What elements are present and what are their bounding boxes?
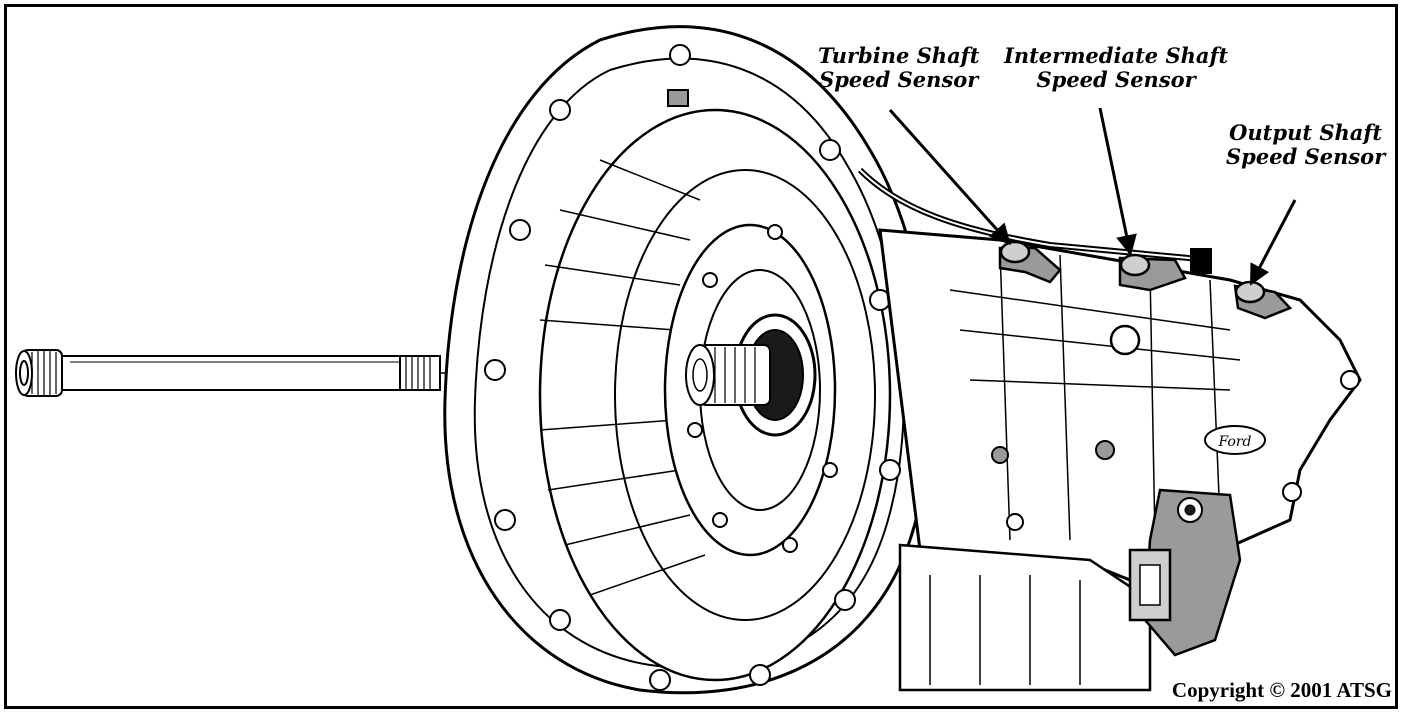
bell-housing-ribs: [539, 159, 706, 596]
case-ribs: [949, 249, 1241, 541]
input-shaft: [15, 349, 441, 397]
intermediate-sensor-leader: [1098, 107, 1137, 257]
intermediate-shaft-speed-sensor-label: Intermediate Shaft Speed Sensor: [1004, 44, 1228, 92]
case-badge-oval: [1204, 425, 1266, 455]
copyright-notice: Copyright © 2001 ATSG: [1171, 678, 1392, 702]
intermediate-label-line2: Speed Sensor: [1036, 67, 1196, 92]
bell-housing-plug: [667, 89, 689, 107]
output-sensor-leader: [1250, 199, 1297, 286]
oil-pan: [898, 543, 1152, 692]
output-shaft-speed-sensor: [1233, 280, 1293, 320]
turbine-shaft-speed-sensor: [998, 240, 1062, 284]
turbine-shaft-speed-sensor-label: Turbine Shaft Speed Sensor: [818, 44, 979, 92]
transmission-case: Ford: [878, 228, 1362, 692]
harness-connector: [1190, 248, 1212, 274]
output-label-line2: Speed Sensor: [1226, 144, 1386, 169]
output-shaft-speed-sensor-label: Output Shaft Speed Sensor: [1226, 121, 1385, 169]
input-shaft-body: [39, 355, 441, 391]
intermediate-label-line1: Intermediate Shaft: [1004, 43, 1229, 68]
pump-assembly: [663, 223, 838, 557]
output-label-line1: Output Shaft: [1229, 120, 1383, 145]
oil-pan-ribs: [929, 575, 1081, 685]
range-sensor: [1128, 488, 1242, 657]
intermediate-shaft-speed-sensor: [1118, 253, 1187, 292]
case-badge-text: Ford: [1217, 434, 1251, 450]
turbine-sensor-leader: [888, 109, 1011, 246]
turbine-label-line1: Turbine Shaft: [818, 43, 980, 68]
bell-housing-bolt-bosses: [484, 44, 901, 691]
turbine-label-line2: Speed Sensor: [819, 67, 979, 92]
pump-bolts: [687, 224, 838, 553]
